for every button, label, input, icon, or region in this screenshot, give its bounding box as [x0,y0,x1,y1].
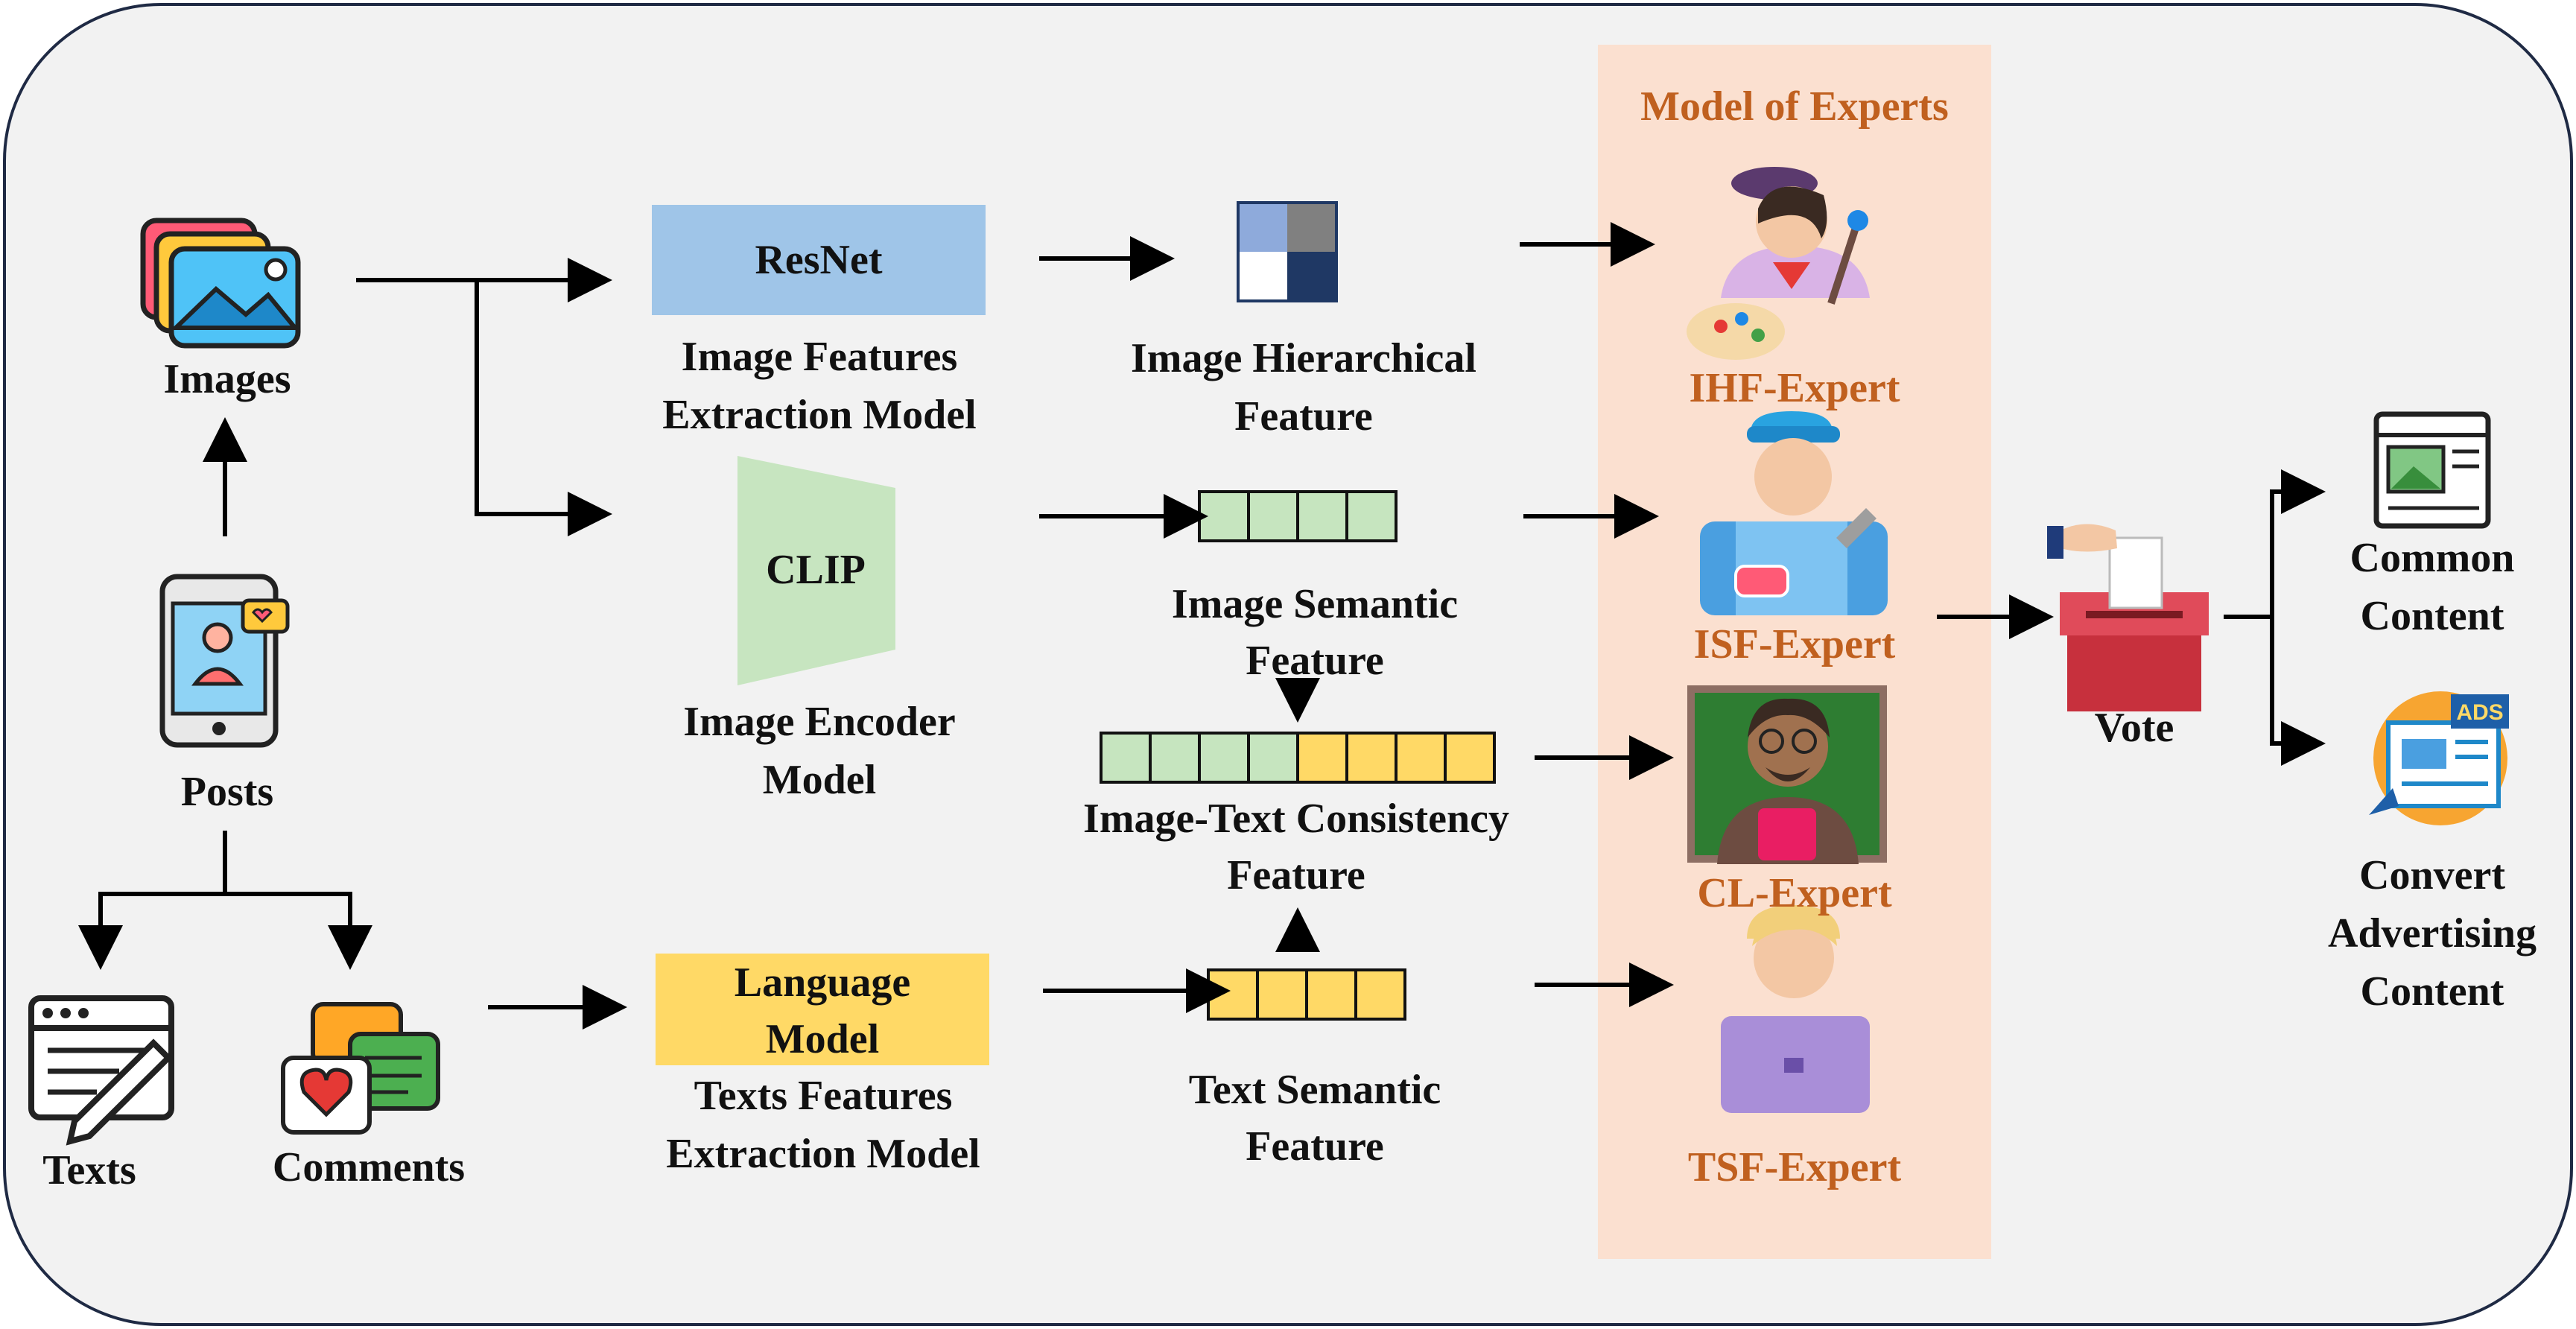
advertising-content-label-line-1: Convert [2359,852,2505,898]
vector-cell [1198,732,1250,784]
mechanic-expert-icon [1700,411,1888,615]
advertising-content-label-line-3: Content [2360,968,2504,1015]
language-model-label-line-2: Model [765,1016,880,1062]
vector-cell [1296,490,1348,542]
consistency-label-line-1: Image-Text Consistency [1083,796,1509,842]
image-semantic-label-line-1: Image Semantic [1171,581,1459,627]
resnet-caption-line-1: Image Features [681,334,958,380]
ihf-expert-label: IHF-Expert [1689,365,1900,411]
text-semantic-label-line-2: Feature [1246,1123,1384,1170]
isf-expert-label: ISF-Expert [1693,621,1896,667]
vote-label: Vote [2094,705,2174,751]
hierarchical-feature-grid [1237,201,1338,302]
vector-cell [1247,490,1299,542]
connectors [78,222,2326,1030]
vector-cell [1444,732,1496,784]
image-semantic-vector [1198,490,1398,542]
texts-label: Texts [42,1147,136,1193]
resnet-label: ResNet [755,237,883,283]
ads-icon: ADS [2369,691,2509,825]
laptop-expert-icon [1721,905,1870,1113]
tsf-expert-label: TSF-Expert [1687,1144,1902,1190]
consistency-label-line-2: Feature [1227,852,1365,898]
vector-cell [1354,968,1406,1021]
language-model-box [656,954,989,1065]
text-semantic-label-line-1: Text Semantic [1188,1067,1441,1113]
vector-cell [1207,968,1259,1021]
language-caption-line-1: Texts Features [694,1073,953,1119]
resnet-box [652,205,986,315]
common-content-label-line-2: Content [2360,593,2504,639]
images-icon [140,218,301,349]
experts-panel-title: Model of Experts [1640,83,1949,130]
advertising-content-label-line-2: Advertising [2328,910,2537,957]
cl-expert-label: CL-Expert [1697,870,1892,916]
comments-icon [281,1002,440,1135]
language-model-label-line-1: Language [734,960,911,1006]
comments-label: Comments [272,1144,466,1190]
vector-cell [1395,732,1447,784]
vector-cell [1345,732,1398,784]
hierarchical-feature-label-line-1: Image Hierarchical [1131,335,1476,381]
resnet-caption-line-2: Extraction Model [662,392,977,438]
teacher-expert-icon [1687,685,1887,864]
text-semantic-vector [1207,968,1406,1021]
image-semantic-label-line-2: Feature [1246,638,1384,684]
ads-badge-text: ADS [2456,700,2503,725]
language-caption-line-2: Extraction Model [666,1131,980,1177]
hierarchical-feature-label-line-2: Feature [1234,393,1373,440]
phone-post-icon [159,574,290,748]
clip-label: CLIP [766,547,866,593]
vector-cell [1345,490,1398,542]
vector-cell [1305,968,1357,1021]
vector-cell [1296,732,1348,784]
consistency-vector [1100,732,1496,784]
vector-cell [1149,732,1201,784]
texts-icon [28,995,174,1146]
vector-cell [1256,968,1308,1021]
clip-caption-line-1: Image Encoder [683,699,956,745]
common-content-label-line-1: Common [2350,535,2515,581]
vector-cell [1247,732,1299,784]
ballot-box-icon [2047,524,2209,711]
clip-caption-line-2: Model [762,757,877,803]
vector-cell [1198,490,1250,542]
posts-label: Posts [180,769,274,815]
webpage-icon [2373,411,2491,529]
painter-expert-icon [1687,167,1870,360]
clip-trapezoid [737,456,895,685]
vector-cell [1100,732,1152,784]
images-label: Images [163,356,291,402]
